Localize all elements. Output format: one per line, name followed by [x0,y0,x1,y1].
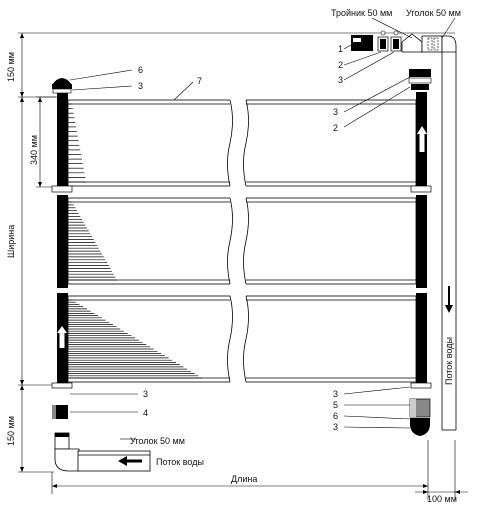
parts-row-top [351,30,402,52]
callout-1: 1 [338,44,343,54]
manifold-couplings [51,69,432,436]
callout-3: 3 [333,389,338,399]
dim-150-top: 150 мм [6,52,16,82]
label-elbow-bottom: Уголок 50 мм [130,436,185,446]
callout-4: 4 [143,408,148,418]
dim-width: Ширина [6,225,16,258]
leader-lines [69,17,456,440]
callout-7: 7 [197,76,202,86]
label-tee: Тройник 50 мм [331,8,392,18]
return-pipe [441,52,457,431]
callout-5: 5 [333,400,338,410]
tube-fan [68,103,86,183]
tube-fan [68,299,202,379]
dim-length: Длина [231,474,257,484]
label-flow-right: Поток воды [444,337,454,385]
label-elbow-top: Уголок 50 мм [406,8,461,18]
callout-3: 3 [138,81,143,91]
dimension-lines-bottom [51,440,468,500]
callout-3: 3 [333,107,338,117]
callout-3: 3 [333,422,338,432]
callout-3: 3 [143,389,148,399]
callout-2: 2 [338,60,343,70]
callout-3: 3 [338,75,343,85]
label-flow-bottom: Поток воды [156,457,204,467]
tube-fan [68,201,117,281]
dim-150-bottom: 150 мм [6,416,16,446]
collector-panels [57,92,427,385]
elbow-top [441,35,457,53]
callout-6: 6 [333,411,338,421]
callout-2: 2 [333,123,338,133]
dim-100: 100 мм [427,494,457,504]
dim-340: 340 мм [29,135,39,165]
callout-6: 6 [138,65,143,75]
inlet-elbow [54,432,151,472]
tee-fitting [401,33,443,53]
